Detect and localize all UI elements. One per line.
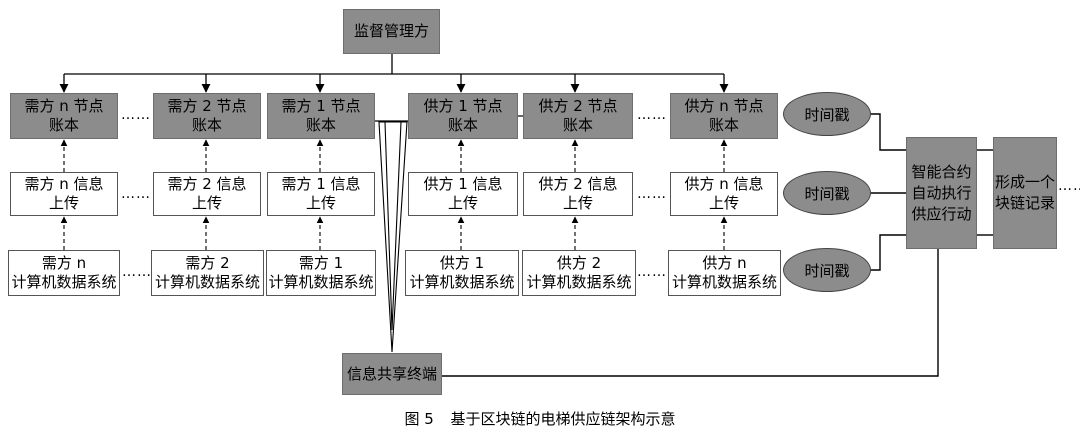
block-label-line2: 块链记录	[994, 194, 1055, 212]
ledger-label-line1: 供方 1 节点	[423, 97, 503, 115]
upload-demand-n: 需方 n 信息 上传	[10, 172, 118, 216]
timestamp-ellipse-bottom: 时间戳	[783, 248, 871, 292]
ledger-label-line1: 供方 2 节点	[538, 97, 618, 115]
system-label-line1: 需方 1	[298, 254, 344, 272]
info-terminal-box: 信息共享终端	[342, 353, 442, 395]
upload-supply-1: 供方 1 信息 上传	[408, 172, 518, 216]
system-demand-2: 需方 2 计算机数据系统	[151, 250, 264, 296]
upload-demand-2: 需方 2 信息 上传	[153, 172, 261, 216]
system-label-line1: 供方 1	[439, 254, 485, 272]
ledger-label-line2: 账本	[191, 116, 222, 134]
ellipsis: ……	[121, 107, 151, 123]
figure-caption: 图 5 基于区块链的电梯供应链架构示意	[0, 408, 1080, 429]
system-label-line2: 计算机数据系统	[526, 273, 632, 291]
upload-supply-n: 供方 n 信息 上传	[670, 172, 778, 216]
system-label-line2: 计算机数据系统	[671, 273, 777, 291]
regulator-distribution-lines	[59, 54, 729, 93]
upload-demand-1: 需方 1 信息 上传	[267, 172, 375, 216]
system-demand-1: 需方 1 计算机数据系统	[266, 250, 376, 296]
ellipsis: ……	[122, 264, 152, 280]
ledger-label-line1: 供方 n 节点	[684, 97, 764, 115]
timestamp-ellipse-top: 时间戳	[783, 92, 871, 136]
regulator-label: 监督管理方	[353, 22, 429, 40]
upload-label-line2: 上传	[708, 194, 739, 212]
upload-label-line1: 需方 n 信息	[24, 175, 104, 193]
timestamp-label: 时间戳	[804, 105, 850, 124]
block-record-box: 形成一个 块链记录	[993, 137, 1057, 249]
upload-label-line1: 供方 1 信息	[423, 175, 503, 193]
ledger-supply-1: 供方 1 节点 账本	[408, 93, 518, 139]
upload-dashed-arrows	[60, 139, 728, 250]
system-supply-n: 供方 n 计算机数据系统	[668, 250, 781, 296]
upload-label-line1: 供方 n 信息	[684, 175, 764, 193]
regulator-box: 监督管理方	[343, 9, 440, 54]
system-label-line2: 计算机数据系统	[268, 273, 374, 291]
upload-label-line2: 上传	[191, 194, 222, 212]
smart-contract-box: 智能合约 自动执行 供应行动	[906, 137, 977, 249]
ellipsis: ……	[121, 186, 151, 202]
ledger-label-line2: 账本	[48, 116, 79, 134]
ledger-label-line2: 账本	[708, 116, 739, 134]
terminal-funnel	[378, 121, 408, 353]
upload-label-line2: 上传	[305, 194, 336, 212]
ellipsis: ……	[637, 186, 667, 202]
system-label-line2: 计算机数据系统	[154, 273, 260, 291]
timestamp-ellipse-middle: 时间戳	[783, 171, 871, 215]
ellipsis: ……	[637, 107, 667, 123]
system-supply-1: 供方 1 计算机数据系统	[405, 250, 519, 296]
upload-supply-2: 供方 2 信息 上传	[523, 172, 633, 216]
ledger-label-line2: 账本	[562, 116, 593, 134]
ellipsis: ……	[637, 264, 667, 280]
timestamp-label: 时间戳	[804, 184, 850, 203]
upload-label-line2: 上传	[447, 194, 478, 212]
upload-label-line1: 需方 1 信息	[281, 175, 361, 193]
contract-label-line1: 智能合约	[911, 162, 972, 181]
contract-links	[442, 113, 993, 377]
system-label-line2: 计算机数据系统	[409, 273, 515, 291]
block-label-line1: 形成一个	[994, 173, 1055, 191]
ledger-label-line1: 需方 1 节点	[281, 97, 361, 115]
system-demand-n: 需方 n 计算机数据系统	[8, 250, 120, 296]
contract-label-line3: 供应行动	[911, 204, 972, 223]
caption-title: 基于区块链的电梯供应链架构示意	[450, 410, 676, 428]
system-label-line1: 供方 n	[702, 254, 747, 272]
system-label-line2: 计算机数据系统	[11, 273, 117, 291]
system-label-line1: 需方 2	[185, 254, 230, 272]
ellipsis: ……	[1058, 178, 1080, 194]
terminal-label: 信息共享终端	[346, 364, 437, 383]
ledger-label-line1: 需方 2 节点	[167, 97, 247, 115]
ledger-demand-n: 需方 n 节点 账本	[10, 93, 118, 139]
ledger-label-line2: 账本	[305, 116, 336, 134]
system-label-line1: 供方 2	[556, 254, 602, 272]
contract-label-line2: 自动执行	[911, 183, 972, 202]
ledger-label-line2: 账本	[447, 116, 478, 134]
upload-label-line2: 上传	[48, 194, 79, 212]
ledger-demand-2: 需方 2 节点 账本	[153, 93, 261, 139]
caption-number: 图 5	[404, 410, 434, 428]
ledger-row-links	[375, 115, 523, 122]
upload-label-line1: 供方 2 信息	[538, 175, 618, 193]
ledger-supply-n: 供方 n 节点 账本	[670, 93, 778, 139]
system-supply-2: 供方 2 计算机数据系统	[522, 250, 636, 296]
system-label-line1: 需方 n	[41, 254, 87, 272]
upload-label-line2: 上传	[562, 194, 593, 212]
ledger-label-line1: 需方 n 节点	[24, 97, 104, 115]
timestamp-label: 时间戳	[804, 261, 850, 280]
ledger-demand-1: 需方 1 节点 账本	[267, 93, 375, 139]
upload-label-line1: 需方 2 信息	[167, 175, 247, 193]
ledger-supply-2: 供方 2 节点 账本	[523, 93, 633, 139]
